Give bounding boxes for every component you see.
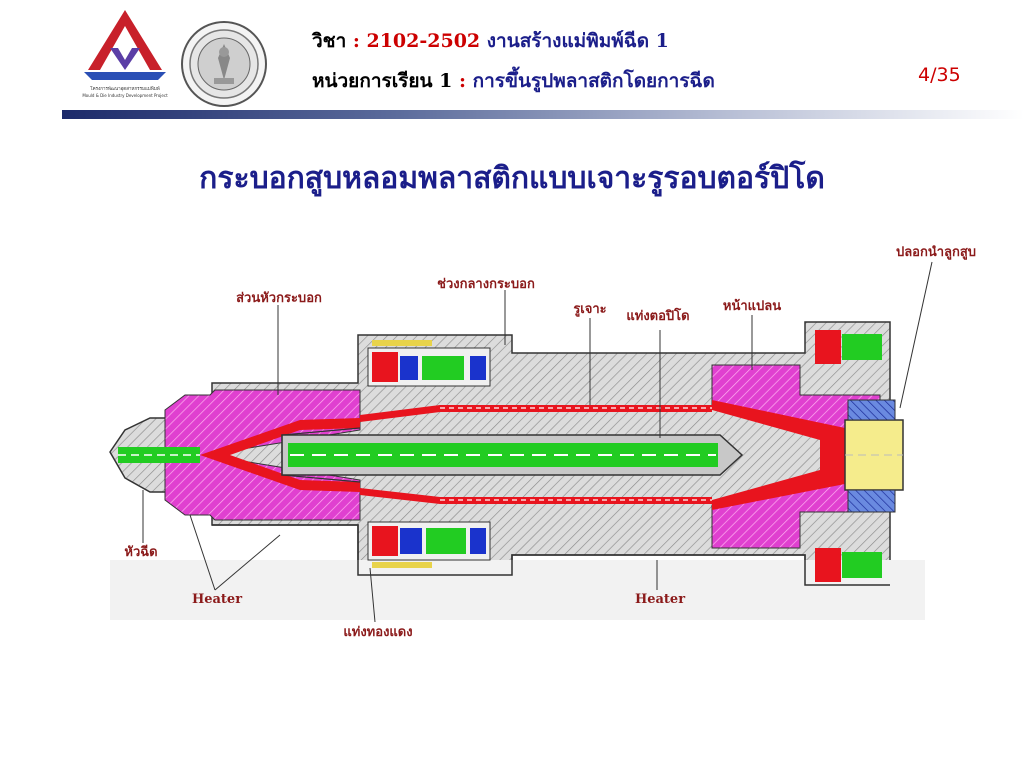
unit-title: หน่วยการเรียน 1 : การขึ้นรูปพลาสติกโดยกา…: [312, 66, 715, 96]
label-holes: รูเจาะ: [573, 302, 606, 317]
heater-red-bottom: [372, 526, 398, 556]
course-name: งานสร้างแม่พิมพ์ฉีด 1: [480, 30, 669, 52]
copper-bar-bottom: [372, 562, 432, 568]
sleeve-blue-top: [847, 399, 896, 421]
label-copper-bar: แท่งทองแดง: [343, 625, 412, 640]
course-separator: :: [346, 30, 367, 52]
label-heater-right: Heater: [635, 592, 685, 607]
institution-seal: [181, 21, 267, 107]
heater-red-top: [372, 352, 398, 382]
logo-caption-thai: โครงการพัฒนาอุตสาหกรรมแม่พิมพ์: [90, 85, 160, 92]
page-number: 4/35: [918, 64, 961, 86]
unit-label: หน่วยการเรียน 1: [312, 70, 453, 92]
label-nozzle: หัวฉีด: [124, 544, 157, 560]
flange-green-top: [842, 334, 882, 360]
flange-green-bottom: [842, 552, 882, 578]
melt-channel-top: [360, 405, 712, 422]
course-title: วิชา : 2102-2502 งานสร้างแม่พิมพ์ฉีด 1: [312, 26, 669, 56]
course-code: 2102-2502: [366, 30, 481, 52]
melt-cone-right: [712, 400, 845, 510]
copper-bar-top: [372, 340, 432, 346]
label-flange: หน้าแปลน: [723, 298, 781, 314]
melt-cone-left: [200, 418, 360, 492]
heater-green-top: [422, 356, 464, 380]
flange-red-bottom: [815, 548, 841, 582]
barrel-base-strip: [110, 560, 925, 620]
heater-blue-bottom: [400, 528, 422, 554]
leader-lines: [142, 261, 933, 623]
unit-separator: :: [452, 70, 473, 92]
course-label: วิชา: [312, 30, 347, 52]
unit-name: การขึ้นรูปพลาสติกโดยการฉีด: [472, 70, 715, 92]
label-piston-sleeve: ปลอกนำลูกสูบ: [896, 244, 976, 260]
sleeve-blue-bottom: [847, 489, 896, 513]
label-torpedo: แท่งตอปิโด: [626, 307, 689, 324]
label-barrel-head: ส่วนหัวกระบอก: [236, 291, 322, 306]
flange-red-top: [815, 330, 841, 364]
label-barrel-middle: ช่วงกลางกระบอก: [437, 277, 535, 292]
heater-green-bottom: [426, 528, 466, 554]
project-logo: โครงการพัฒนาอุตสาหกรรมแม่พิมพ์ Mould & D…: [82, 10, 168, 98]
heater-blue-top-2: [470, 356, 486, 380]
label-heater-left: Heater: [192, 592, 242, 607]
slide-title: กระบอกสูบหลอมพลาสติกแบบเจาะรูรอบตอร์ปิโด: [199, 161, 825, 196]
logo-caption-english: Mould & Die Industry Development Project: [82, 93, 168, 98]
heater-blue-bottom-2: [470, 528, 486, 554]
heater-blue-top: [400, 356, 418, 380]
header-divider: [62, 110, 1024, 119]
